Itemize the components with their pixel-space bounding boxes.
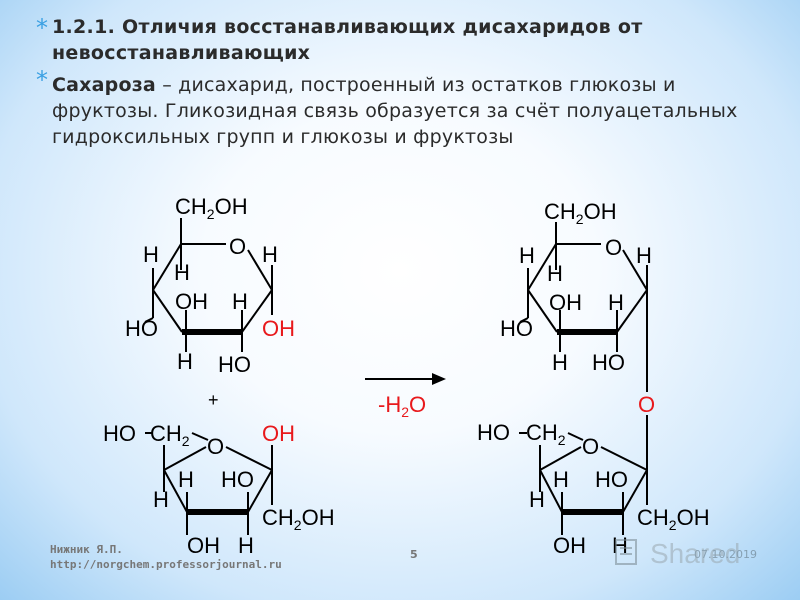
bullet-sucrose: * Сахароза – дисахарид, построенный из о…	[36, 66, 776, 150]
svg-text:O: O	[605, 235, 622, 260]
shared-watermark: Shared 07.10.2019	[612, 536, 762, 572]
sucrose-glucose-unit: CH2OH O H H H OH H HO H HO	[500, 199, 652, 375]
svg-text:CH2: CH2	[150, 421, 190, 449]
sucrose-definition: – дисахарид, построенный из остатков глю…	[52, 74, 738, 148]
fructose-molecule: HO CH2 O OH H HO H CH2OH OH H	[103, 421, 335, 558]
svg-text:H: H	[553, 467, 569, 492]
svg-text:CH2OH: CH2OH	[262, 505, 335, 533]
svg-text:HO: HO	[125, 316, 158, 341]
svg-text:H: H	[262, 242, 278, 267]
svg-text:HO: HO	[595, 467, 628, 492]
svg-text:OH: OH	[175, 289, 208, 314]
svg-text:CH2OH: CH2OH	[175, 194, 248, 222]
svg-text:OH: OH	[262, 421, 295, 446]
slide-content: * 1.2.1. Отличия восстанавливающих дисах…	[36, 14, 776, 150]
svg-text:CH2: CH2	[526, 420, 566, 448]
author-url[interactable]: http://norgchem.professorjournal.ru	[50, 558, 282, 571]
glucose-molecule: CH2OH O H H H OH H HO OH H HO	[125, 194, 295, 377]
glycosidic-oxygen: O	[638, 392, 655, 417]
svg-text:CH2OH: CH2OH	[637, 505, 710, 533]
svg-text:H: H	[238, 533, 254, 558]
shared-logo-icon	[615, 539, 637, 565]
plus-sign: +	[208, 390, 219, 410]
svg-text:H: H	[177, 349, 193, 374]
svg-text:H: H	[529, 487, 545, 512]
watermark-text: Shared	[650, 538, 741, 569]
svg-text:H: H	[232, 289, 248, 314]
svg-text:H: H	[636, 243, 652, 268]
bullet-star-icon: *	[36, 14, 48, 42]
svg-text:H: H	[608, 290, 624, 315]
reaction-arrow-head	[432, 373, 446, 385]
author-name: Нижник Я.П.	[50, 543, 123, 556]
svg-text:CH2OH: CH2OH	[544, 199, 617, 227]
footer-author: Нижник Я.П. http://norgchem.professorjou…	[50, 542, 282, 572]
svg-text:O: O	[229, 234, 246, 259]
svg-text:HO: HO	[592, 350, 625, 375]
watermark-date: 07.10.2019	[694, 548, 757, 561]
sucrose-description: Сахароза – дисахарид, построенный из ост…	[52, 72, 776, 150]
svg-text:O: O	[207, 434, 224, 459]
slide-title: 1.2.1. Отличия восстанавливающих дисахар…	[52, 16, 643, 64]
svg-text:OH: OH	[553, 533, 586, 558]
svg-text:HO: HO	[218, 352, 251, 377]
svg-text:H: H	[547, 261, 563, 286]
svg-text:H: H	[178, 467, 194, 492]
svg-text:OH: OH	[187, 533, 220, 558]
svg-text:H: H	[519, 243, 535, 268]
reagent-label: -H2O	[378, 392, 426, 420]
sucrose-term: Сахароза	[52, 74, 156, 96]
svg-text:OH: OH	[549, 290, 582, 315]
page-number: 5	[410, 548, 418, 561]
svg-text:H: H	[552, 350, 568, 375]
sucrose-fructose-unit: HO CH2 O H HO H CH2OH OH H	[477, 420, 710, 558]
svg-text:HO: HO	[103, 421, 136, 446]
bullet-star-icon: *	[36, 66, 48, 94]
svg-text:HO: HO	[477, 420, 510, 445]
svg-text:OH: OH	[262, 316, 295, 341]
svg-text:H: H	[143, 242, 159, 267]
svg-text:H: H	[174, 260, 190, 285]
svg-text:O: O	[582, 434, 599, 459]
svg-text:H: H	[153, 487, 169, 512]
svg-text:HO: HO	[221, 467, 254, 492]
svg-text:HO: HO	[500, 316, 533, 341]
bullet-title: * 1.2.1. Отличия восстанавливающих дисах…	[36, 14, 776, 66]
